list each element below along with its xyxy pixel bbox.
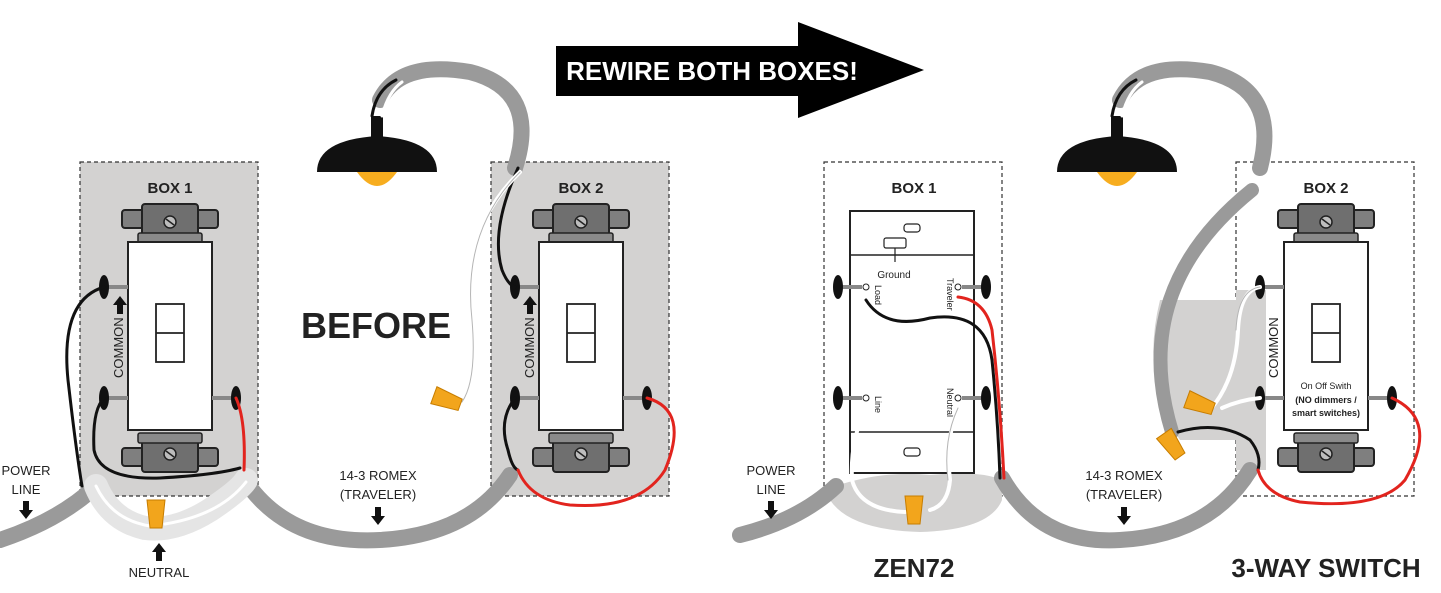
before-box1-common-label: COMMON xyxy=(111,317,126,378)
before-power-line-1: POWER xyxy=(1,463,50,478)
after-power-line-1: POWER xyxy=(746,463,795,478)
after-lamp-cable xyxy=(1112,61,1273,176)
before-traveler-cable xyxy=(238,467,518,549)
before-box2-common-label: COMMON xyxy=(522,317,537,378)
before-box-2-label: BOX 2 xyxy=(558,180,603,197)
after-box2-red-wire xyxy=(1256,396,1422,506)
caption-zen72: ZEN72 xyxy=(874,553,955,583)
zen72-neutral-label: Neutral xyxy=(945,388,955,417)
after-switch-note-2: (NO dimmers / xyxy=(1295,395,1357,405)
caption-3-way-switch: 3-WAY SWITCH xyxy=(1231,553,1420,583)
after-zen72-neutral-wire xyxy=(928,406,960,512)
after-box-1-label: BOX 1 xyxy=(891,180,936,197)
after-power-cable xyxy=(732,478,844,543)
before-box1-red-wire xyxy=(234,396,246,472)
before-white-wire xyxy=(458,170,522,404)
before-neutral-label: NEUTRAL xyxy=(129,565,190,580)
after-traveler-pointer xyxy=(1117,507,1131,525)
before-lamp xyxy=(317,116,437,186)
zen72-ground-label: Ground xyxy=(877,270,910,281)
banner-arrow: REWIRE BOTH BOXES! xyxy=(556,22,924,118)
after-switch-note-1: On Off Swith xyxy=(1301,381,1352,391)
before-box-1-label: BOX 1 xyxy=(147,180,192,197)
before-power-line-2: LINE xyxy=(12,482,41,497)
after-switch-note-3: smart switches) xyxy=(1292,408,1360,418)
after-box2-hot-wire xyxy=(1176,426,1261,472)
before-neutral-pointer xyxy=(152,543,166,561)
before-lamp-cable xyxy=(372,61,530,176)
zen72-traveler-label: Traveler xyxy=(945,278,955,311)
before-box2-wire-nut xyxy=(430,386,464,414)
after-traveler-1: 14-3 ROMEX xyxy=(1085,468,1163,483)
before-power-pointer xyxy=(19,501,33,519)
before-traveler-2: (TRAVELER) xyxy=(340,487,416,502)
after-lamp xyxy=(1057,116,1177,186)
before-neutral-bundle xyxy=(84,468,258,541)
after-traveler-2: (TRAVELER) xyxy=(1086,487,1162,502)
after-traveler-cable xyxy=(994,462,1258,549)
zen72-device: Ground Load Line Traveler Neutral xyxy=(849,210,975,474)
zen72-load-label: Load xyxy=(873,285,883,305)
after-zen72-traveler-wire xyxy=(956,295,1006,480)
after-zen72-load-wire xyxy=(864,298,1002,480)
after-box1-wire-nut xyxy=(904,495,924,525)
before-box1-wire-nut xyxy=(146,499,166,529)
zen72-line-label: Line xyxy=(873,396,883,413)
after-box2-common-label: COMMON xyxy=(1266,317,1281,378)
before-box2-red-wire xyxy=(516,396,676,508)
after-power-line-2: LINE xyxy=(757,482,786,497)
before-title: BEFORE xyxy=(301,305,451,346)
banner-text: REWIRE BOTH BOXES! xyxy=(566,56,858,86)
before-box2-hot-wire xyxy=(496,166,520,289)
before-traveler-1: 14-3 ROMEX xyxy=(339,468,417,483)
before-traveler-pointer xyxy=(371,507,385,525)
before-box1-hot-wire xyxy=(65,285,106,488)
after-box-2-label: BOX 2 xyxy=(1303,180,1348,197)
